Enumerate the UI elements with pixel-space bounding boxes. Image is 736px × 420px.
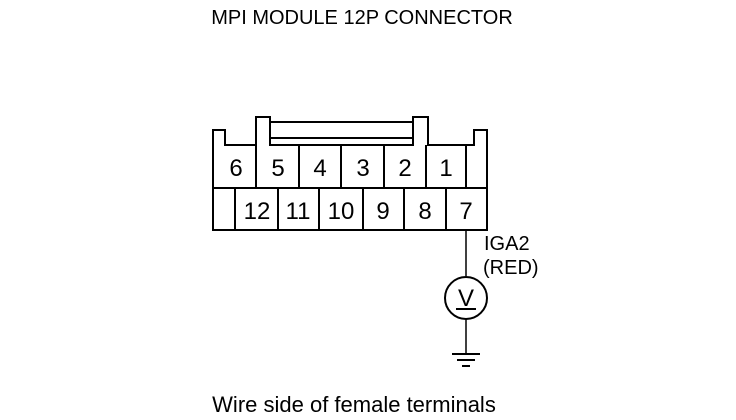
diagram-title: MPI MODULE 12P CONNECTOR: [211, 7, 513, 29]
terminal-3: 3: [356, 155, 369, 182]
voltmeter-symbol: V: [458, 285, 474, 312]
connector-outline: [212, 116, 488, 231]
terminal-6: 6: [229, 155, 242, 182]
terminal-1: 1: [439, 155, 452, 182]
ground-icon: [452, 353, 480, 367]
diagram-caption: Wire side of female terminals: [212, 392, 496, 417]
terminal-4: 4: [313, 155, 326, 182]
terminal-10: 10: [328, 198, 355, 225]
terminal-5: 5: [271, 155, 284, 182]
connector-lock-tab: [269, 121, 414, 139]
terminal-8: 8: [418, 198, 431, 225]
wire-color-label: (RED): [483, 257, 539, 279]
terminal-7: 7: [459, 198, 472, 225]
terminal-11: 11: [286, 198, 311, 225]
terminal-2: 2: [398, 155, 411, 182]
terminal-9: 9: [376, 198, 389, 225]
terminal-12: 12: [244, 198, 271, 225]
wire-label: IGA2: [484, 233, 530, 255]
